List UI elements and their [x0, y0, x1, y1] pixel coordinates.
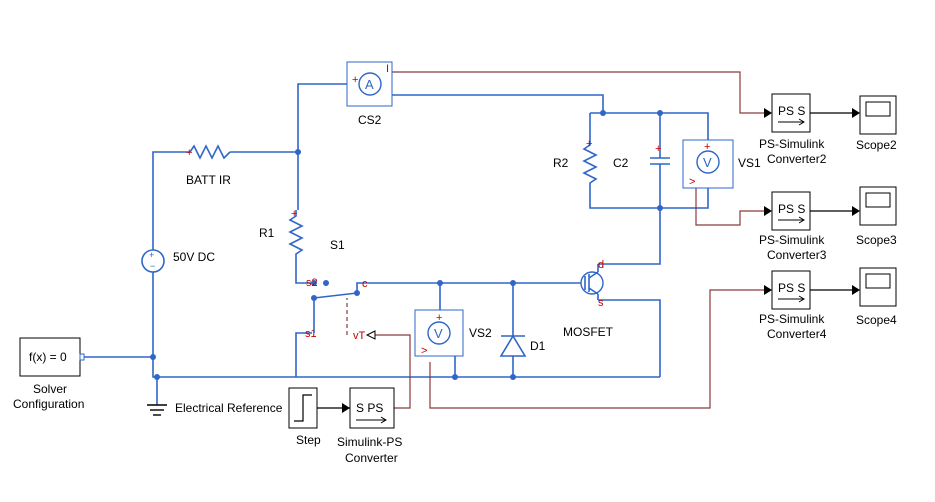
s1-switch[interactable]: S1 s2 c s1 vT — [305, 238, 376, 342]
r1-resistor[interactable]: + R1 — [259, 208, 304, 258]
pss2-label-2: Converter2 — [767, 152, 827, 166]
voltmeter-symbol: V — [703, 155, 712, 170]
ps-simulink-converter2[interactable]: PS S PS-Simulink Converter2 — [759, 93, 827, 166]
simulink-ps-converter[interactable]: S PS Simulink-PS Converter — [337, 387, 402, 465]
junction — [452, 374, 458, 380]
junction — [657, 110, 663, 116]
arrowheads — [342, 108, 860, 413]
pss3-label-2: Converter3 — [767, 248, 827, 262]
pss3-text: PS S — [778, 202, 805, 216]
electrical-wires — [84, 83, 709, 405]
vs1-voltage-sensor[interactable]: V + > VS1 — [682, 139, 761, 189]
electrical-reference[interactable]: Electrical Reference — [147, 401, 283, 416]
svg-text:>: > — [689, 176, 695, 188]
r2-label: R2 — [553, 156, 569, 170]
cs2-current-sensor[interactable]: A + I CS2 — [346, 61, 393, 127]
pss3-label-1: PS-Simulink — [759, 233, 825, 247]
r1-label: R1 — [259, 226, 275, 240]
port-plus: + — [352, 74, 358, 86]
batt-ir-resistor[interactable]: + BATT IR — [186, 144, 231, 187]
mosfet-port-d: d — [598, 259, 604, 271]
port-plus: + — [704, 141, 710, 153]
scope4-label: Scope4 — [856, 313, 897, 327]
step-label: Step — [296, 433, 321, 447]
pss2-label-1: PS-Simulink — [759, 137, 825, 151]
batt-ir-label: BATT IR — [186, 173, 231, 187]
dc-voltage-source[interactable]: + − 50V DC — [141, 249, 215, 273]
scope2-label: Scope2 — [856, 138, 897, 152]
scope3-label: Scope3 — [856, 233, 897, 247]
switch-port-c: c — [362, 278, 368, 290]
junction — [154, 374, 160, 380]
d1-label: D1 — [530, 339, 546, 353]
svg-text:>: > — [421, 345, 427, 357]
switch-port-s1: s1 — [305, 328, 317, 340]
mosfet-port-s: s — [598, 297, 604, 309]
voltmeter-symbol: V — [434, 326, 443, 341]
source-label: 50V DC — [173, 250, 215, 264]
switch-port-vt: vT — [353, 330, 366, 342]
ps-simulink-converter4[interactable]: PS S PS-Simulink Converter4 — [759, 270, 827, 341]
switch-port-s2: s2 — [306, 277, 318, 289]
svg-text:+: + — [149, 250, 154, 260]
scope2-block[interactable]: Scope2 — [856, 95, 897, 152]
c2-label: C2 — [613, 156, 629, 170]
slps-text: S PS — [356, 401, 383, 415]
mosfet-label: MOSFET — [563, 325, 614, 339]
solver-text: f(x) = 0 — [29, 350, 67, 364]
slps-label-1: Simulink-PS — [337, 435, 402, 449]
s1-label: S1 — [330, 238, 345, 252]
junction — [437, 280, 443, 286]
cs2-label: CS2 — [358, 113, 382, 127]
junction — [510, 374, 516, 380]
junction — [510, 280, 516, 286]
step-block[interactable]: Step — [288, 387, 321, 447]
solver-configuration-block[interactable]: f(x) = 0 Solver Configuration — [13, 337, 85, 411]
elec-ref-label: Electrical Reference — [175, 401, 283, 415]
solver-label-2: Configuration — [13, 397, 84, 411]
pss4-label-1: PS-Simulink — [759, 312, 825, 326]
port-i: I — [386, 63, 389, 75]
scope3-block[interactable]: Scope3 — [856, 186, 897, 247]
solver-label-1: Solver — [33, 382, 67, 396]
port-plus: + — [655, 143, 661, 155]
r2-resistor[interactable]: + R2 — [553, 138, 598, 185]
c2-capacitor[interactable]: + C2 — [613, 143, 670, 172]
vs2-label: VS2 — [469, 326, 492, 340]
svg-text:−: − — [150, 261, 155, 271]
port-plus: + — [186, 147, 192, 159]
ps-simulink-converter3[interactable]: PS S PS-Simulink Converter3 — [759, 191, 827, 262]
junction-dots — [150, 110, 663, 380]
vs2-voltage-sensor[interactable]: V + > VS2 — [414, 309, 492, 357]
junction — [150, 354, 156, 360]
junction — [295, 149, 301, 155]
pss4-label-2: Converter4 — [767, 327, 827, 341]
mosfet[interactable]: d s MOSFET — [563, 259, 614, 339]
ammeter-symbol: A — [365, 77, 374, 92]
junction — [657, 205, 663, 211]
scope4-block[interactable]: Scope4 — [856, 267, 897, 327]
slps-label-2: Converter — [345, 451, 398, 465]
pss2-text: PS S — [778, 104, 805, 118]
pss4-text: PS S — [778, 281, 805, 295]
port-plus: + — [586, 138, 592, 150]
d1-diode[interactable]: D1 — [499, 334, 546, 357]
port-plus: + — [436, 312, 442, 324]
port-plus: + — [291, 208, 297, 220]
junction — [600, 110, 606, 116]
vs1-label: VS1 — [738, 156, 761, 170]
